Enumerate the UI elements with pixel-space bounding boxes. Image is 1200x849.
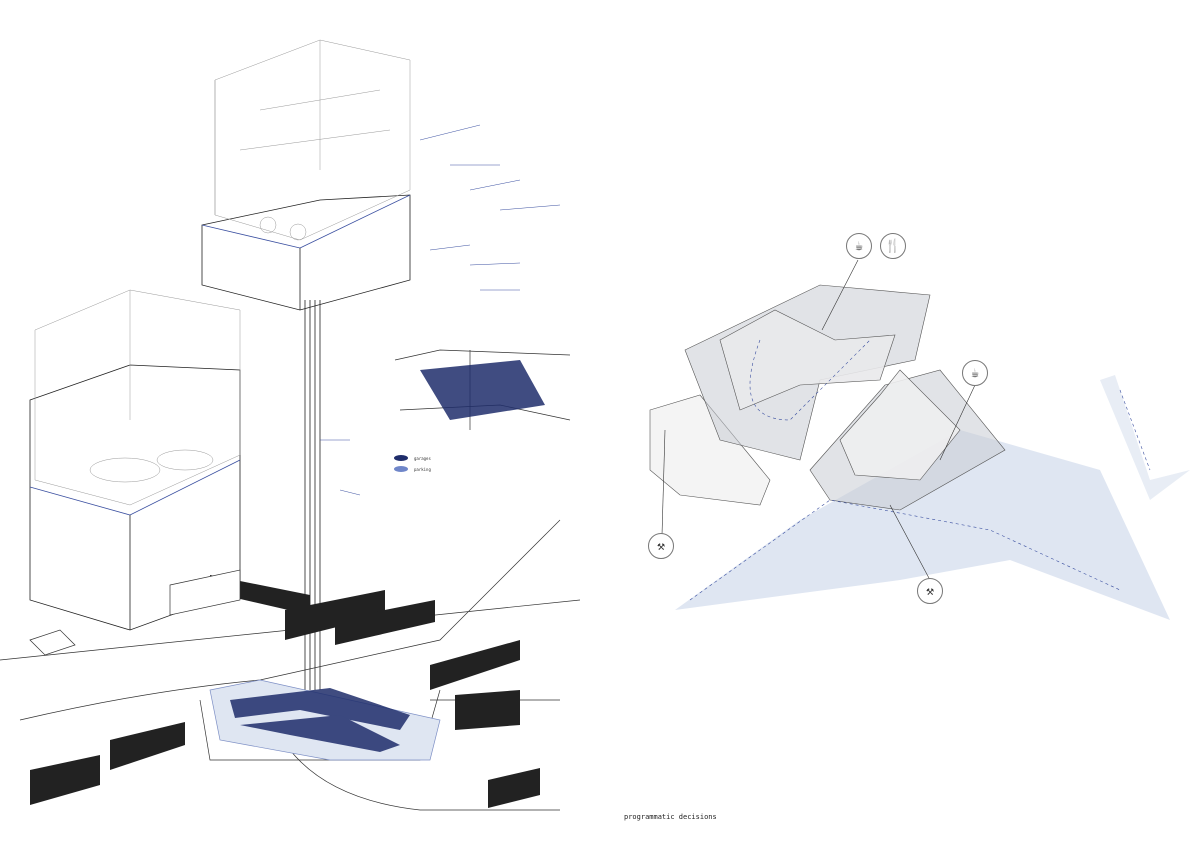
ramp-arm	[1100, 375, 1190, 500]
axonometric-drawing	[0, 39, 581, 811]
site-plan	[0, 519, 581, 811]
ground-wedge	[675, 430, 1170, 620]
coffee-icon: ☕	[846, 233, 872, 259]
inset-plan	[394, 349, 571, 430]
circulation-paths	[689, 339, 1151, 601]
legend-swatch	[394, 455, 408, 461]
lower-room-wireframe	[34, 289, 241, 506]
coffee-icon: ☕	[962, 360, 988, 386]
lower-solid	[839, 369, 961, 481]
caption: programmatic decisions	[624, 813, 717, 821]
legend-swatch	[394, 466, 408, 472]
upper-room-wireframe	[214, 39, 411, 241]
icon-leaders	[661, 259, 976, 581]
legend: garages parking	[394, 455, 431, 477]
legend-item: garages	[394, 455, 431, 461]
tools-icon: ⚒	[648, 533, 674, 559]
legend-item: parking	[394, 466, 431, 472]
legend-label: parking	[414, 466, 431, 472]
annotation-leaders	[320, 124, 561, 496]
program-model	[649, 259, 1190, 620]
upper-volume	[201, 194, 411, 311]
cutlery-icon: 🍴	[880, 233, 906, 259]
upper-solid	[719, 309, 896, 411]
tools-icon: ⚒	[917, 578, 943, 604]
ground-slab	[649, 394, 771, 506]
legend-label: garages	[414, 455, 431, 461]
